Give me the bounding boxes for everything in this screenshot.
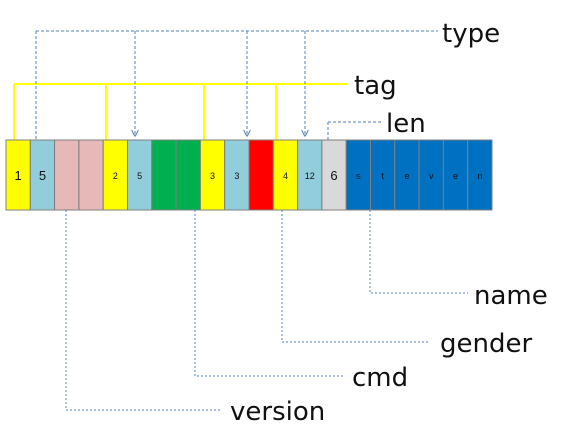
field-cell-value: 5 xyxy=(39,168,46,183)
field-cell-value: v xyxy=(429,171,434,181)
field-cell xyxy=(418,139,444,211)
field-cell xyxy=(297,139,323,211)
field-cell xyxy=(5,139,31,211)
field-cell-value: 6 xyxy=(330,168,337,183)
name-leader xyxy=(369,210,468,294)
len-bracket xyxy=(327,121,382,140)
version-leader xyxy=(65,210,222,411)
field-cell xyxy=(248,139,274,211)
field-cell xyxy=(224,139,250,211)
len-label: len xyxy=(386,109,426,139)
field-cell xyxy=(78,139,104,211)
field-cell xyxy=(127,139,153,211)
field-cells: 1 5 2 5 3 3 4 12 6 s t e v e n xyxy=(5,139,493,211)
leader-lines xyxy=(65,210,468,411)
field-cell xyxy=(54,139,80,211)
field-cell-value: t xyxy=(381,171,384,181)
field-cell xyxy=(175,139,201,211)
version-label: version xyxy=(230,397,325,427)
tag-bracket xyxy=(13,83,348,140)
field-cell xyxy=(199,139,226,211)
type-bracket xyxy=(35,30,438,140)
field-cell xyxy=(345,139,372,211)
field-cell xyxy=(151,139,177,211)
field-cell xyxy=(442,139,469,211)
field-cell-value: 12 xyxy=(305,171,315,181)
field-cell-value: 1 xyxy=(15,168,22,183)
gender-leader xyxy=(281,210,430,343)
field-cell-value: 3 xyxy=(210,171,215,181)
field-cell-value: n xyxy=(477,171,482,181)
cmd-label: cmd xyxy=(352,363,408,393)
field-cell-value: 2 xyxy=(113,171,118,181)
field-cell-value: e xyxy=(453,171,458,181)
field-cell xyxy=(272,139,299,211)
field-cell-value: 3 xyxy=(234,171,239,181)
field-cell-value: s xyxy=(356,171,361,181)
type-label: type xyxy=(442,19,500,49)
tag-label: tag xyxy=(354,71,397,101)
name-label: name xyxy=(474,281,548,311)
gender-label: gender xyxy=(440,329,532,359)
field-cell xyxy=(394,139,420,211)
field-cell xyxy=(29,139,56,211)
field-cell-value: 4 xyxy=(283,171,288,181)
field-cell-value: 5 xyxy=(137,171,142,181)
cmd-leader xyxy=(194,210,345,377)
field-cell xyxy=(321,139,347,211)
field-cell xyxy=(467,139,493,211)
field-cell-value: e xyxy=(404,171,409,181)
